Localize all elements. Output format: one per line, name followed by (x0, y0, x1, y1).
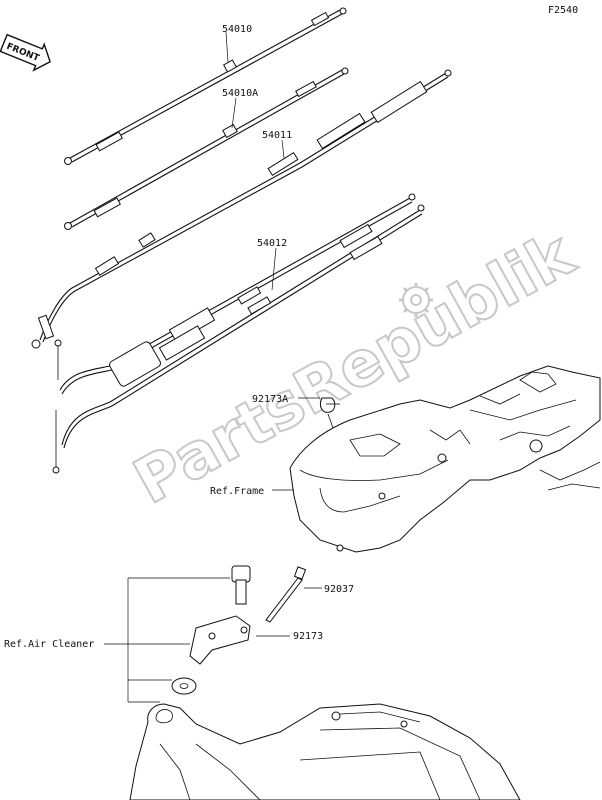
part-label-92173a: 92173A (252, 394, 288, 405)
part-label-54010: 54010 (222, 24, 252, 35)
front-arrow-icon: FRONT (0, 33, 51, 72)
bolt-air-cleaner[interactable] (231, 565, 251, 605)
part-label-92173: 92173 (293, 631, 323, 642)
air-cleaner (129, 703, 521, 800)
cable-54010a[interactable] (64, 67, 349, 230)
ref-air-cleaner-leaders (104, 577, 230, 703)
bracket-92173[interactable] (189, 615, 290, 665)
ref-air-cleaner-label: Ref.Air Cleaner (4, 639, 94, 650)
watermark-gear-icon (399, 283, 433, 317)
part-label-92037: 92037 (324, 584, 354, 595)
cable-54010[interactable] (64, 7, 347, 165)
part-label-54012: 54012 (257, 238, 287, 249)
cable-54012[interactable] (52, 193, 425, 474)
cable-54011[interactable] (31, 69, 452, 349)
part-label-54011: 54011 (262, 130, 292, 141)
ref-frame-label: Ref.Frame (210, 486, 264, 497)
washer[interactable] (171, 677, 197, 695)
bolt-92037[interactable] (265, 566, 322, 623)
frame (272, 365, 601, 553)
figure-code: F2540 (548, 5, 578, 16)
part-label-54010a: 54010A (222, 88, 258, 99)
